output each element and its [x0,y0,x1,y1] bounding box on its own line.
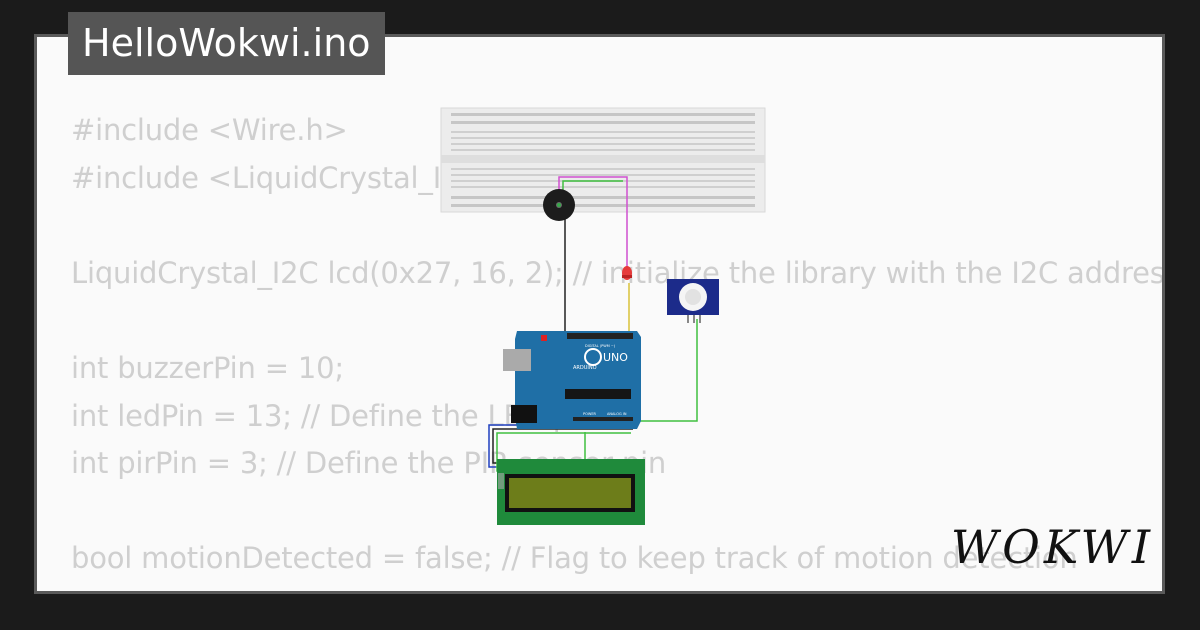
pir-sensor [667,279,719,323]
code-line: #include <Wire.h> [71,113,348,147]
code-line: int buzzerPin = 10; [71,350,344,385]
led [622,266,632,280]
power-label: POWER [583,412,597,416]
board-brand-text: ARDUINO [573,365,597,371]
arduino-uno-board: UNO ARDUINO DIGITAL (PWM ~) ANALOG IN PO… [503,331,641,429]
code-line: bool motionDetected = false; // Flag to … [71,541,1078,576]
wokwi-logo: WOKWI [950,520,1154,574]
code-line: LiquidCrystal_I2C lcd(0x27, 16, 2); // i… [71,255,1165,290]
board-model-text: UNO [603,351,628,364]
wire-pir-signal [637,319,698,422]
breadboard [440,107,766,213]
analog-label: ANALOG IN [607,412,627,416]
file-title: HelloWokwi.ino [68,12,385,75]
preview-card: #include <Wire.h>#include <LiquidCrystal… [34,34,1165,594]
wires [488,176,698,475]
circuit-diagram: UNO ARDUINO DIGITAL (PWM ~) ANALOG IN PO… [440,107,766,525]
digital-label: DIGITAL (PWM ~) [585,344,616,348]
buzzer [543,189,575,221]
code-line: unsigned long previousOnTime = 0; // Var… [71,583,1162,591]
wire-lcd-ground [492,428,633,464]
lcd-display [497,459,645,525]
